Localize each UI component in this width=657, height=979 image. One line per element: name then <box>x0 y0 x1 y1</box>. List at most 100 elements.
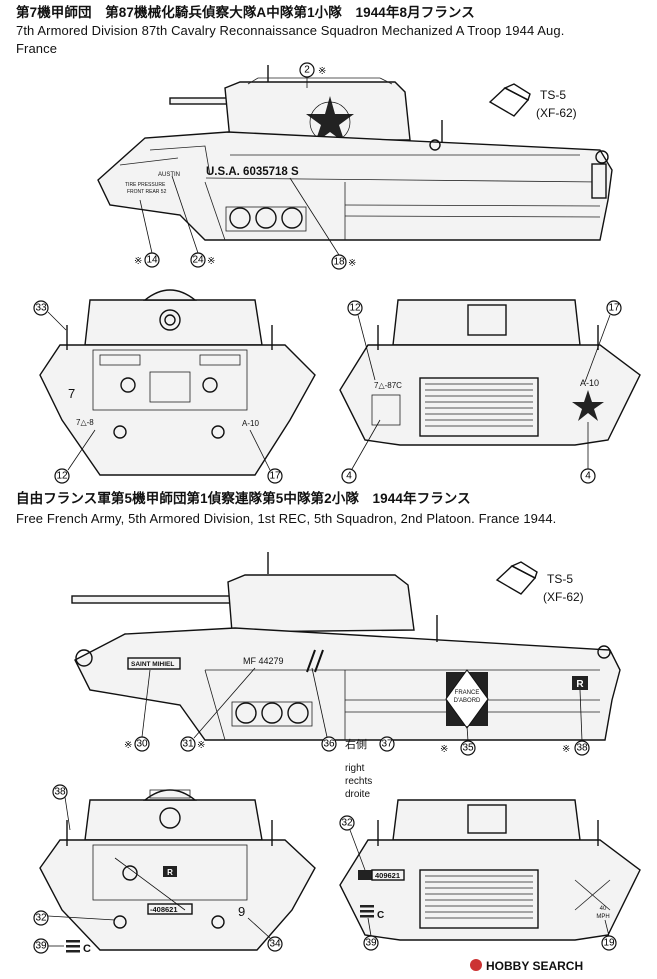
gun-barrel <box>169 97 229 105</box>
callout-30: ※ 30 <box>124 669 151 752</box>
svg-text:39: 39 <box>365 938 377 949</box>
turret-2 <box>227 574 415 633</box>
paint-chip-2: TS-5 (XF-62) <box>495 561 584 604</box>
callout-36: 36 <box>311 667 337 752</box>
sheet1-title-jp: 第7機甲師団 第87機械化騎兵偵察大隊A中隊第1小隊 1944年8月フランス <box>16 5 475 20</box>
front-view-2: R -408621 9 C 38 32 39 34 <box>33 784 316 955</box>
svg-text:17: 17 <box>269 471 281 482</box>
callout-24: 24 ※ <box>171 175 215 268</box>
svg-text:※: ※ <box>197 740 205 751</box>
callout-38-side: ※ 38 <box>562 689 590 756</box>
svg-text:7△-8: 7△-8 <box>76 418 94 427</box>
svg-text:(XF-62): (XF-62) <box>543 590 584 604</box>
svg-text:HOBBY SEARCH: HOBBY SEARCH <box>486 959 583 973</box>
callout-17-front: 17 <box>249 429 283 484</box>
callout-4-left: 4 <box>341 419 381 484</box>
callout-39-front: 39 <box>33 938 64 954</box>
storage-bins <box>225 206 307 232</box>
callout-17-rear: 17 <box>584 300 622 383</box>
svg-text:35: 35 <box>462 743 474 754</box>
callout-12-front: 12 <box>54 429 96 484</box>
hull-name-austin: AUSTIN <box>158 172 180 178</box>
svg-text:7: 7 <box>68 386 75 401</box>
svg-text:※: ※ <box>348 258 356 269</box>
svg-text:2: 2 <box>304 65 310 76</box>
sheet1-title-en: 7th Armored Division 87th Cavalry Reconn… <box>16 23 565 38</box>
front-stripe-marking: C <box>66 940 91 955</box>
svg-text:FRONT REAR 52: FRONT REAR 52 <box>127 189 167 195</box>
turret <box>224 81 411 141</box>
svg-text:40: 40 <box>600 906 607 912</box>
svg-text:17: 17 <box>608 303 620 314</box>
svg-text:4: 4 <box>585 471 591 482</box>
svg-text:12: 12 <box>56 471 68 482</box>
svg-text:droite: droite <box>345 789 370 800</box>
svg-text:34: 34 <box>269 939 281 950</box>
right-side-jp: 右側 <box>345 737 367 751</box>
svg-text:37: 37 <box>381 739 393 750</box>
sheet1-title-en-2: France <box>16 41 58 56</box>
paint-code: TS-5 <box>540 88 566 102</box>
svg-text:TIRE PRESSURE: TIRE PRESSURE <box>125 182 166 188</box>
svg-text:409621: 409621 <box>375 871 400 880</box>
callout-37: 右側 37 <box>345 736 395 752</box>
callout-2: 2 ※ <box>299 62 326 88</box>
svg-text:※: ※ <box>124 740 132 751</box>
hobby-search-watermark: HOBBY SEARCH <box>470 959 583 973</box>
svg-text:D'ABORD: D'ABORD <box>454 698 481 704</box>
svg-text:30: 30 <box>136 739 148 750</box>
hull-serial: U.S.A. 6035718 S <box>206 166 299 178</box>
svg-text:4: 4 <box>346 471 352 482</box>
svg-text:33: 33 <box>35 303 47 314</box>
paint-chip-1: TS-5 (XF-62) <box>488 83 577 120</box>
svg-text:MPH: MPH <box>596 914 609 920</box>
side-view-1: AUSTIN U.S.A. 6035718 S TIRE PRESSURE FR… <box>97 62 613 270</box>
svg-text:rechts: rechts <box>345 776 372 787</box>
svg-text:※: ※ <box>562 744 570 755</box>
callout-32-front: 32 <box>33 910 116 926</box>
svg-text:12: 12 <box>349 303 361 314</box>
sheet2-title-en: Free French Army, 5th Armored Division, … <box>16 511 557 526</box>
svg-text:32: 32 <box>341 818 353 829</box>
svg-text:9: 9 <box>238 904 245 919</box>
rear-grille-2 <box>419 869 539 929</box>
svg-text:A-10: A-10 <box>242 419 259 428</box>
gun-barrel-2 <box>71 595 233 604</box>
rear-view-2: 409621 40 MPH C 32 39 19 <box>339 799 641 951</box>
svg-text:FRANCE: FRANCE <box>455 690 480 696</box>
svg-text:C: C <box>83 943 91 955</box>
svg-text:TS-5: TS-5 <box>547 572 573 586</box>
callout-34: 34 <box>247 917 283 952</box>
svg-text:14: 14 <box>146 255 158 266</box>
svg-text:C: C <box>377 910 384 921</box>
svg-text:18: 18 <box>333 257 345 268</box>
svg-text:39: 39 <box>35 941 47 952</box>
svg-text:24: 24 <box>192 255 204 266</box>
svg-text:※: ※ <box>318 66 326 77</box>
callout-31: 31 ※ <box>180 667 256 752</box>
rear-stripe-marking: C <box>360 905 384 921</box>
rear-jerrycan <box>591 163 607 199</box>
callout-38-front: 38 <box>52 784 71 831</box>
white-star-insignia <box>306 96 354 143</box>
rear-grille <box>419 377 539 437</box>
hull-name-saint-mihiel: SAINT MIHIEL <box>131 661 174 668</box>
side-view-2: FRANCE D'ABORD R SAINT MIHIEL MF 44279 ※… <box>71 552 621 756</box>
callout-39-rear: 39 <box>363 917 379 951</box>
hull-2 <box>74 627 621 741</box>
svg-text:-408621: -408621 <box>150 905 178 914</box>
svg-text:38: 38 <box>54 787 66 798</box>
svg-text:38: 38 <box>576 743 588 754</box>
front-view-1: 7 7△-8 A-10 33 12 17 <box>33 289 316 484</box>
svg-text:32: 32 <box>35 913 47 924</box>
svg-text:※: ※ <box>134 256 142 267</box>
hull-serial-2: MF 44279 <box>243 656 284 666</box>
svg-text:A-10: A-10 <box>580 378 599 388</box>
callout-32-rear: 32 <box>339 815 366 871</box>
svg-text:31: 31 <box>182 739 194 750</box>
rear-view-1: 7△-87C A-10 12 17 4 4 <box>339 299 641 484</box>
svg-text:※: ※ <box>440 744 448 755</box>
svg-text:19: 19 <box>603 938 615 949</box>
hull <box>97 131 613 241</box>
